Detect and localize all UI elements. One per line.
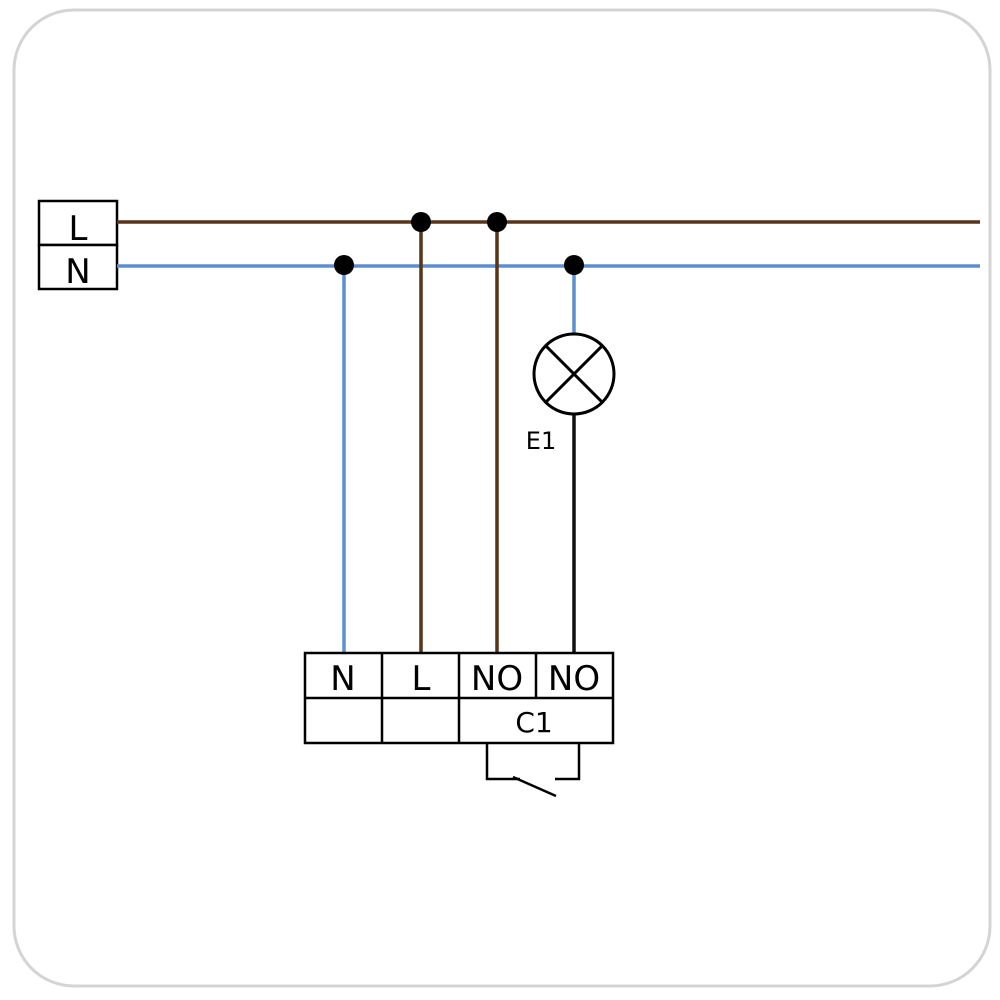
junction-dot-live-1 [411,212,431,232]
supply-terminal-n [37,243,119,291]
supply-terminal-block: L N [37,199,119,292]
device-terminal-label-l: L [412,659,431,699]
junction-dot-neutral-1 [334,255,354,275]
supply-live-label: L [69,209,88,249]
junction-dot-live-2 [487,212,507,232]
lamp-label: E1 [526,427,556,455]
device-terminal-label-n: N [330,659,355,699]
device-terminal-label-no-1: NO [471,659,523,699]
lamp-cross-icon [532,332,616,416]
relay-label: C1 [515,706,552,739]
diagram-frame [12,8,992,988]
device-terminal-block: N L NO NO C1 [303,651,615,745]
normally-open-contact-icon [485,743,581,798]
device-terminal-label-no-2: NO [548,659,600,699]
junction-dot-neutral-2 [564,255,584,275]
supply-neutral-label: N [65,252,90,292]
